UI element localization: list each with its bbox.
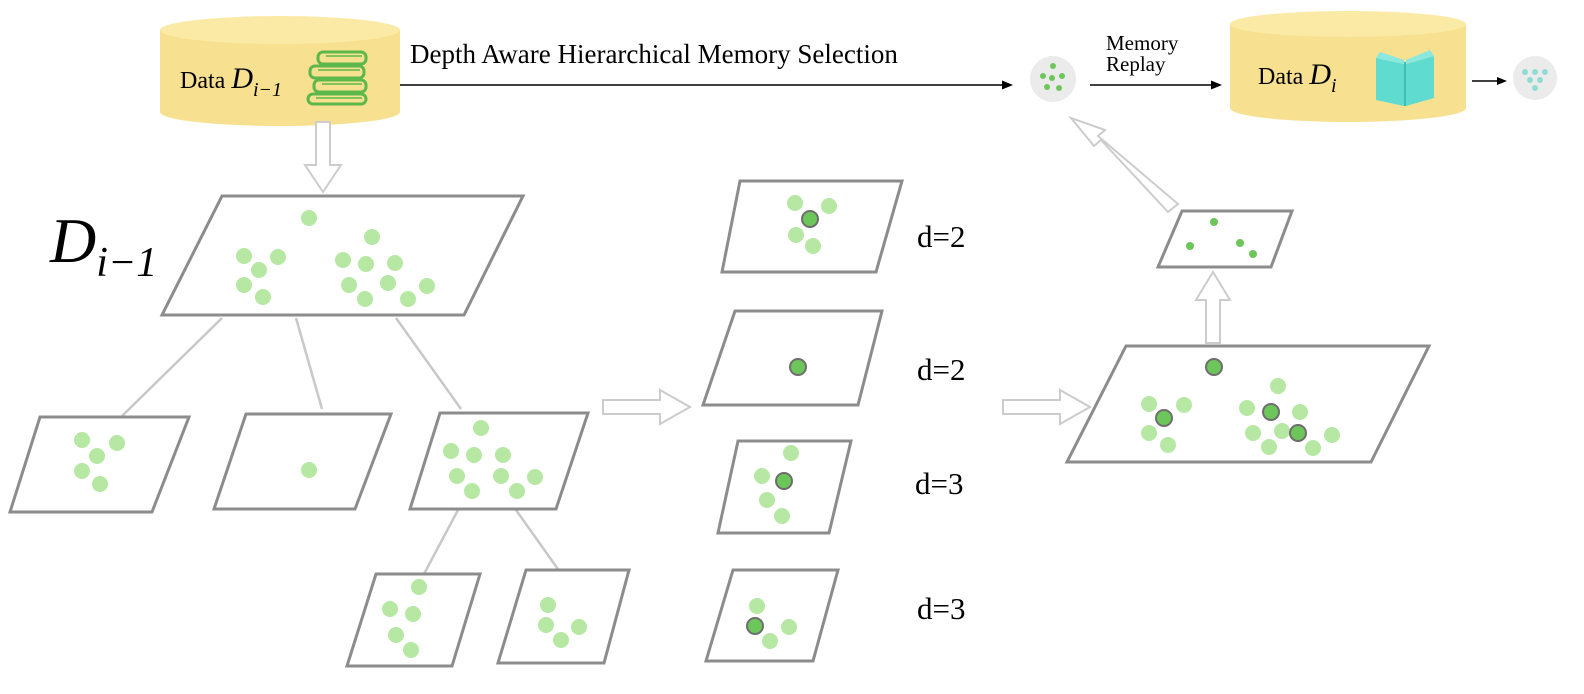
memory-panel [1155,209,1295,269]
depth-label-1: d=2 [917,219,965,254]
merged-panel [1064,344,1432,464]
svg-text:Data Di−1: Data Di−1 [180,62,282,101]
memory-cluster-icon [1030,56,1076,102]
next-cluster-icon [1513,56,1557,100]
svg-text:Data Di: Data Di [1258,58,1337,97]
depth-label-4: d=3 [917,591,965,626]
grandchild-panel-1 [344,572,483,668]
depth-label-2: d=2 [917,352,965,387]
selected-cluster-4 [703,568,840,663]
hollow-arrow-right-2 [1002,388,1093,426]
tree-root-var: D [49,205,96,276]
database-curr: Data Di [1230,11,1466,122]
replay-arrow [1090,80,1222,90]
data-curr-prefix: Data [1258,64,1309,90]
child-panel-2 [211,412,394,511]
database-prev: Data Di−1 [160,16,400,126]
replay-label-line1: Memory [1106,31,1179,55]
tree-connectors [121,317,562,575]
hollow-arrow-up [1194,270,1232,344]
child-panel-3 [407,411,591,511]
selected-cluster-3 [716,439,853,535]
hollow-arrow-down [303,121,343,194]
data-curr-var: D [1308,58,1331,91]
hollow-arrow-right-1 [602,388,693,426]
replay-label-line2: Replay [1106,52,1166,76]
hollow-arrow-diagonal [1067,115,1180,214]
selected-cluster-1 [720,179,904,274]
child-panel-1 [7,415,192,514]
svg-text:Di−1: Di−1 [49,205,157,286]
books-icon [306,50,368,106]
grandchild-panel-2 [495,568,631,665]
data-prev-prefix: Data [180,68,231,94]
selection-label: Depth Aware Hierarchical Memory Selectio… [410,39,898,69]
next-arrow [1472,77,1507,85]
selection-arrow [400,80,1013,90]
data-prev-var: D [230,62,253,95]
depth-label-3: d=3 [915,466,963,501]
data-prev-sub: i−1 [253,79,282,101]
root-panel [159,194,526,317]
selected-cluster-2 [700,309,884,407]
tree-root-sub: i−1 [96,240,157,286]
open-book-icon [1376,50,1434,106]
data-curr-sub: i [1331,75,1337,97]
